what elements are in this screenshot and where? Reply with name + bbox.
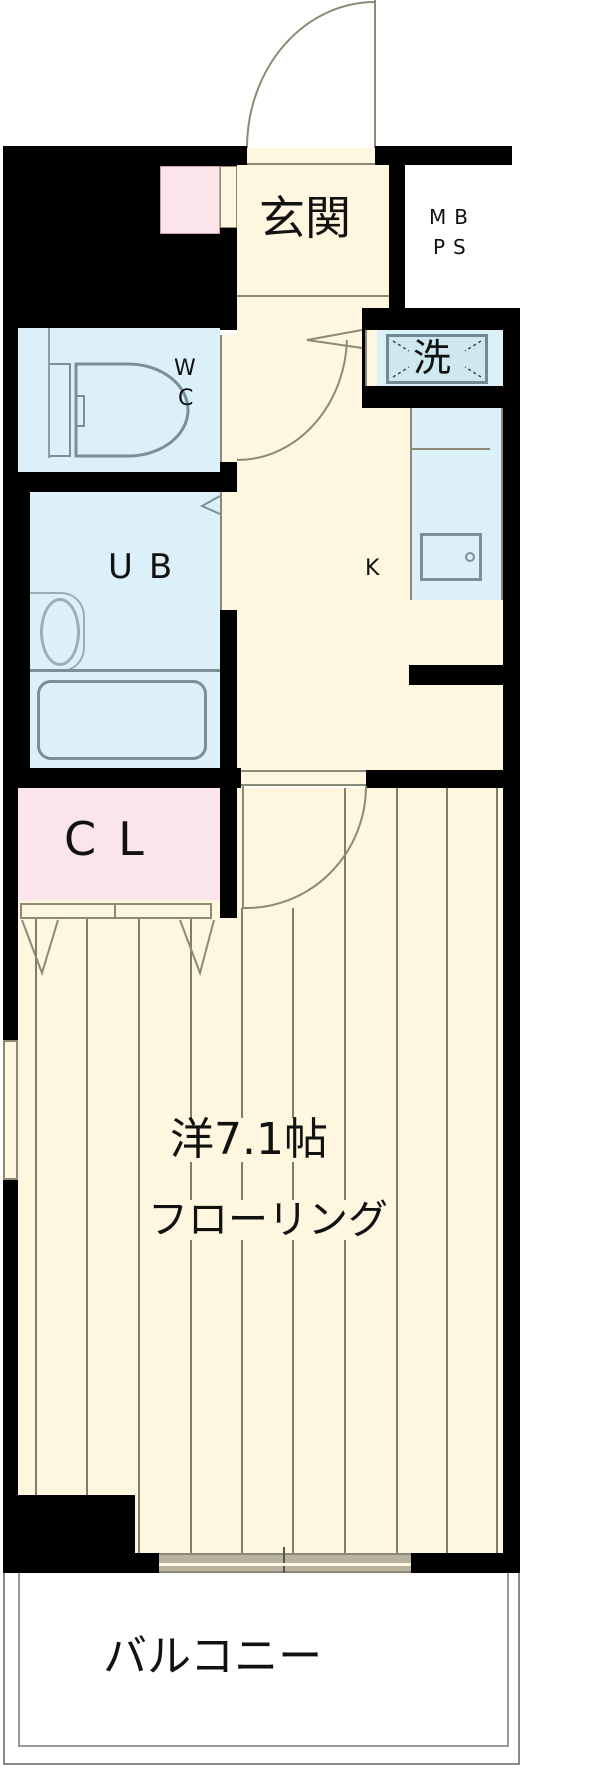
wall-bottom-right [411, 1553, 520, 1573]
wall-wc-right-stub [220, 462, 237, 492]
wall-ub-left [3, 492, 30, 768]
mbps-room: MB PS [405, 165, 512, 308]
entrance-threshold [247, 148, 375, 165]
wall-mbps-bottom [362, 308, 512, 333]
wall-ub-bottom [3, 768, 241, 788]
toilet-label-line1: W [174, 356, 196, 381]
wall-closet-right [220, 788, 237, 918]
wall-top-right [375, 146, 512, 165]
balcony: バルコニー [3, 1573, 520, 1765]
western-room-sublabel: フローリング [148, 1197, 388, 1243]
floor-plank-line [344, 788, 346, 1578]
toilet-label-line2: C [178, 386, 194, 411]
floor-plank-line [190, 908, 192, 1578]
washer-door-jamb [365, 330, 377, 388]
floor-plank-line [138, 908, 140, 1578]
floor-plank-line [86, 908, 88, 1578]
washbasin-icon [40, 598, 80, 666]
bathtub-icon [37, 680, 207, 760]
wall-right [503, 308, 520, 1580]
window-glass-line [159, 1563, 411, 1566]
sink-drain-icon [465, 552, 475, 562]
shoe-box-door [220, 166, 237, 228]
unit-bath-room: UB [30, 492, 221, 768]
entrance-label: 玄関 [259, 191, 351, 245]
western-room-label-bg: 洋7.1帖 フローリング [148, 1118, 448, 1258]
wall-bottom-left [135, 1553, 159, 1573]
wall-washer-bottom [362, 386, 512, 408]
unit-bath-door-jamb [220, 492, 237, 610]
balcony-sliding-window [159, 1547, 411, 1581]
stove-divider [412, 448, 490, 450]
floor-plank-line [241, 908, 243, 1578]
toilet-fixture-icon [50, 362, 190, 458]
kitchen-counter [410, 408, 503, 600]
wall-entrance-right [389, 165, 405, 310]
closet-door-swing-icon [21, 919, 215, 977]
toilet-tank-line [48, 328, 50, 458]
western-room: 洋7.1帖 フローリング [18, 788, 503, 1578]
room-door-threshold [241, 770, 366, 786]
bathtub-divider [30, 669, 220, 672]
floor-plank-line [446, 788, 448, 1578]
unit-bath-door-icon [199, 495, 221, 515]
western-room-label: 洋7.1帖 [170, 1114, 328, 1165]
kitchen-label: K [365, 556, 380, 581]
balcony-inner-border [18, 1573, 509, 1747]
washer-label: 洗 [413, 336, 452, 380]
wall-ub-right [220, 610, 237, 788]
wall-kitchen-counter-bottom [409, 665, 512, 685]
closet-label: CL [64, 812, 166, 866]
washer-pan: 洗 [386, 334, 488, 384]
floor-plank-line [396, 788, 398, 1578]
kitchen-sink [420, 533, 482, 581]
closet-door-divider [114, 905, 116, 919]
wall-left-lower [3, 1180, 18, 1570]
room-door-swing-icon [242, 785, 367, 910]
mbps-label-line1: MB [429, 205, 476, 229]
balcony-label: バルコニー [103, 1631, 323, 1682]
closet-doors [20, 903, 212, 919]
shoe-box [160, 166, 220, 234]
toilet-room: W C [18, 328, 220, 472]
wall-kitchen-room [366, 770, 512, 788]
entrance-door-swing-icon [246, 0, 376, 149]
unit-bath-label: UB [108, 547, 189, 587]
entrance-room: 玄関 [237, 165, 389, 295]
toilet-door-swing-icon [236, 329, 363, 462]
wall-wc-bottom [3, 472, 237, 492]
floor-plank-line [35, 908, 37, 1578]
wall-wc-left [3, 328, 18, 478]
washbasin-counter [30, 592, 85, 672]
floor-plank-line [496, 788, 498, 1578]
closet-room: CL [18, 788, 220, 900]
floor-plank-line [292, 908, 294, 1578]
mbps-label-line2: PS [433, 235, 474, 259]
left-window [3, 1040, 18, 1180]
toilet-door-jamb [220, 335, 237, 475]
